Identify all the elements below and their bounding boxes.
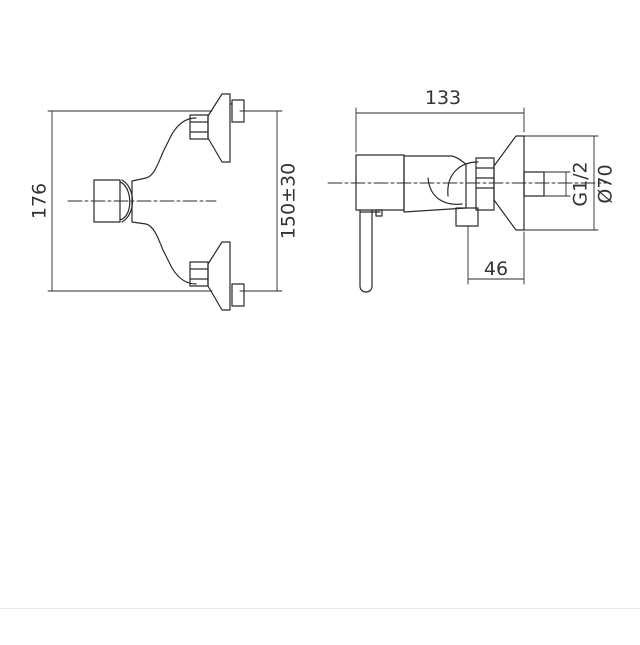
bottom-outlet [455, 207, 479, 227]
dim-body-to-wall-label: 46 [484, 258, 508, 280]
side-thread-stub [523, 171, 545, 197]
dim-depth-label: 133 [425, 87, 461, 109]
side-view [327, 107, 607, 293]
top-eccentric-connector [189, 93, 245, 163]
dim-flange-diameter [523, 135, 599, 231]
top-escutcheon [207, 93, 231, 163]
handle-knob-outer [121, 179, 134, 223]
dim-thread [543, 171, 571, 197]
dim-depth [355, 107, 525, 153]
bottom-escutcheon [207, 241, 231, 311]
side-union-nut [475, 157, 495, 211]
side-main-body [403, 155, 467, 213]
cartridge-block [93, 179, 121, 223]
bottom-eccentric-connector [189, 241, 245, 311]
lever-handle [359, 209, 373, 293]
dim-flange-diameter-label: Ø70 [595, 164, 617, 203]
lever-pivot [375, 209, 383, 217]
dim-thread-label: G1/2 [570, 161, 592, 206]
handle-knob [119, 181, 131, 221]
front-view [47, 93, 283, 311]
dim-body-to-wall [467, 225, 525, 285]
side-cartridge-housing [355, 154, 405, 211]
connector-elbow [447, 161, 479, 197]
dim-overall-height [47, 110, 213, 292]
bottom-divider [0, 608, 640, 609]
dim-overall-height-label: 176 [29, 183, 51, 219]
bottom-inlet-stub [231, 283, 245, 307]
dim-centers [239, 110, 283, 292]
bottom-union-nut [189, 261, 209, 287]
dim-centers-label: 150±30 [278, 163, 300, 239]
body-curve [427, 177, 463, 205]
